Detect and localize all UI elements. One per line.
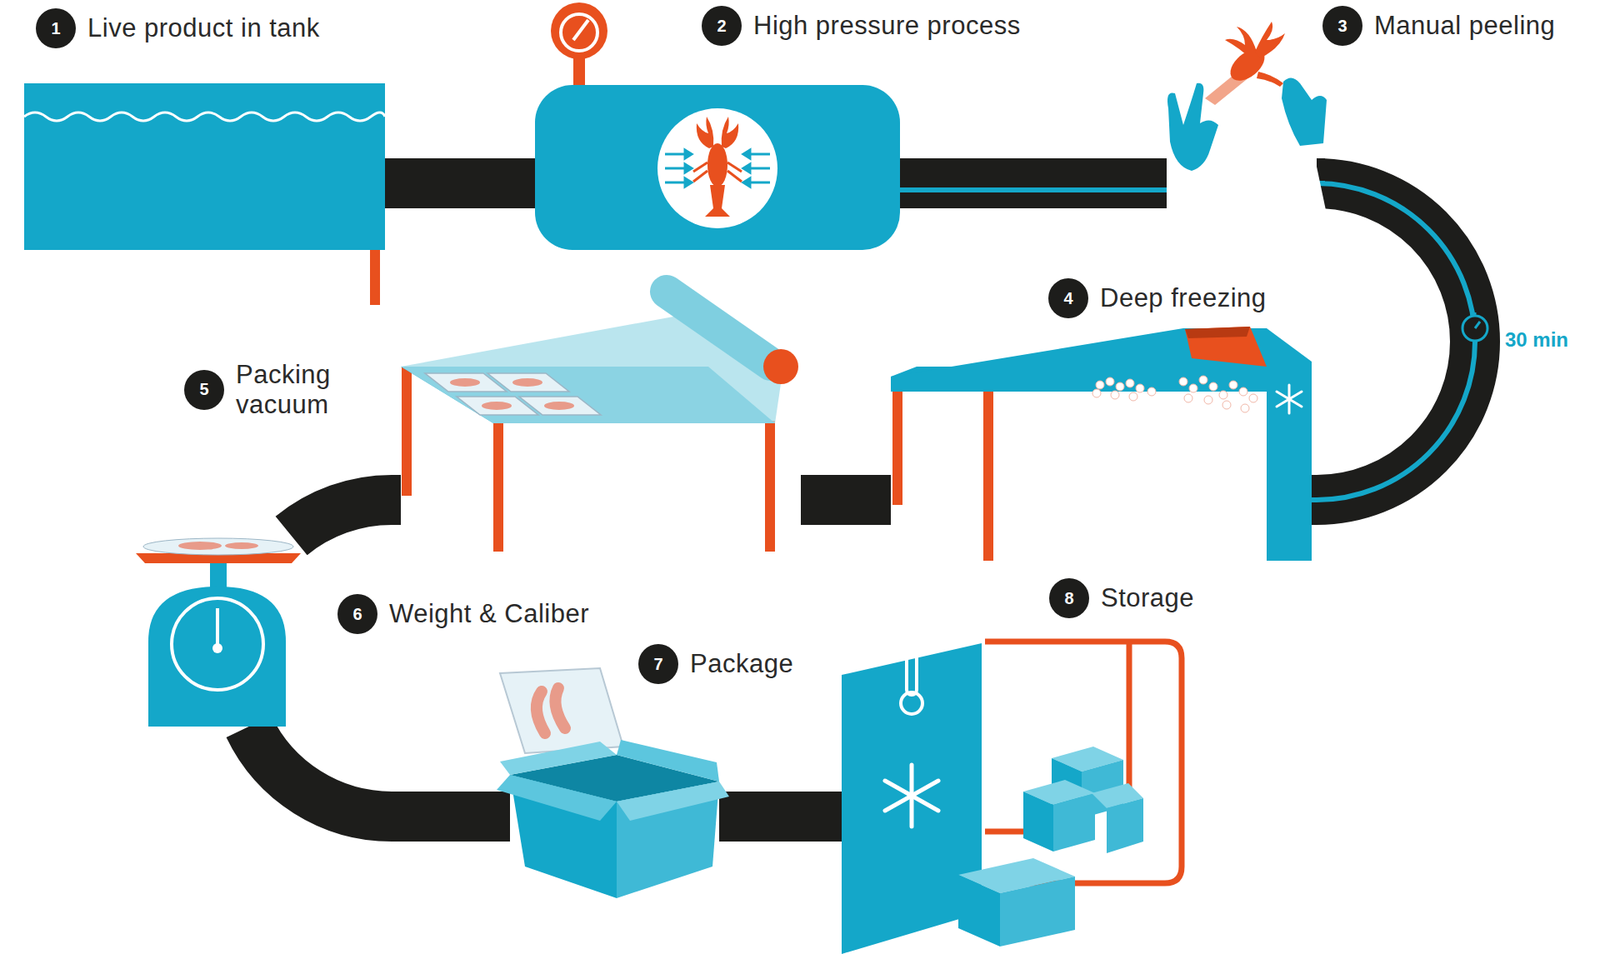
conveyor-belt xyxy=(719,791,842,842)
step-title: Storage xyxy=(1100,583,1195,614)
step-label: 2 High pressure process xyxy=(701,5,1021,46)
step-label: 3 Manual peeling xyxy=(1322,5,1555,46)
callout-number: 2 xyxy=(701,5,742,46)
storage-step: 8Storage xyxy=(841,627,1184,954)
pressure-step: 2High pressure process xyxy=(535,85,900,250)
weighing-step: 6Weight & Caliber xyxy=(135,535,301,727)
freezing-table xyxy=(890,326,1312,561)
conveyor-belt xyxy=(1311,183,1475,500)
callout-number: 6 xyxy=(337,594,378,635)
packing-table xyxy=(400,291,799,552)
step-label: 1 Live product in tank xyxy=(35,8,320,49)
stopwatch-icon xyxy=(1462,312,1488,341)
callout-number: 5 xyxy=(184,370,225,410)
scale xyxy=(135,538,301,727)
package-step: 7Package xyxy=(510,668,720,899)
freezing-step: 4Deep freezing xyxy=(890,329,1312,561)
conveyor-belt xyxy=(900,158,1167,209)
callout-number: 1 xyxy=(35,8,76,49)
tank-step: 1Live product in tank xyxy=(24,83,385,250)
duration-label: 30 min xyxy=(1505,328,1569,352)
step-title: Package xyxy=(690,649,794,680)
conveyor-belt xyxy=(800,475,891,525)
peeling-step: 3Manual peeling xyxy=(1166,75,1325,217)
callout-number: 4 xyxy=(1048,278,1089,319)
chill-line xyxy=(900,187,1167,193)
step-label: 4 Deep freezing xyxy=(1048,278,1267,319)
step-title: Live product in tank xyxy=(87,13,320,44)
step-title: Packing vacuum xyxy=(235,360,378,420)
conveyor-belt xyxy=(385,158,535,209)
step-label: 7 Package xyxy=(638,644,794,685)
step-title: High pressure process xyxy=(753,10,1021,41)
conveyor-belt xyxy=(249,726,510,817)
peeling-hands xyxy=(1167,21,1327,215)
callout-number: 3 xyxy=(1322,5,1363,46)
callout-number: 8 xyxy=(1049,578,1090,619)
storage-room xyxy=(841,633,1182,954)
step-label: 5Packing vacuum xyxy=(184,360,378,420)
callout-number: 7 xyxy=(638,644,679,685)
tank xyxy=(24,83,385,305)
step-title: Deep freezing xyxy=(1100,283,1267,314)
conveyor-belt xyxy=(291,500,401,536)
package-box xyxy=(496,668,730,899)
chill-line xyxy=(1311,183,1475,500)
step-title: Manual peeling xyxy=(1374,10,1555,41)
step-title: Weight & Caliber xyxy=(389,599,590,630)
step-label: 8 Storage xyxy=(1049,578,1195,619)
step-label: 6 Weight & Caliber xyxy=(337,594,590,635)
packing-step: 5Packing vacuum xyxy=(400,285,801,551)
